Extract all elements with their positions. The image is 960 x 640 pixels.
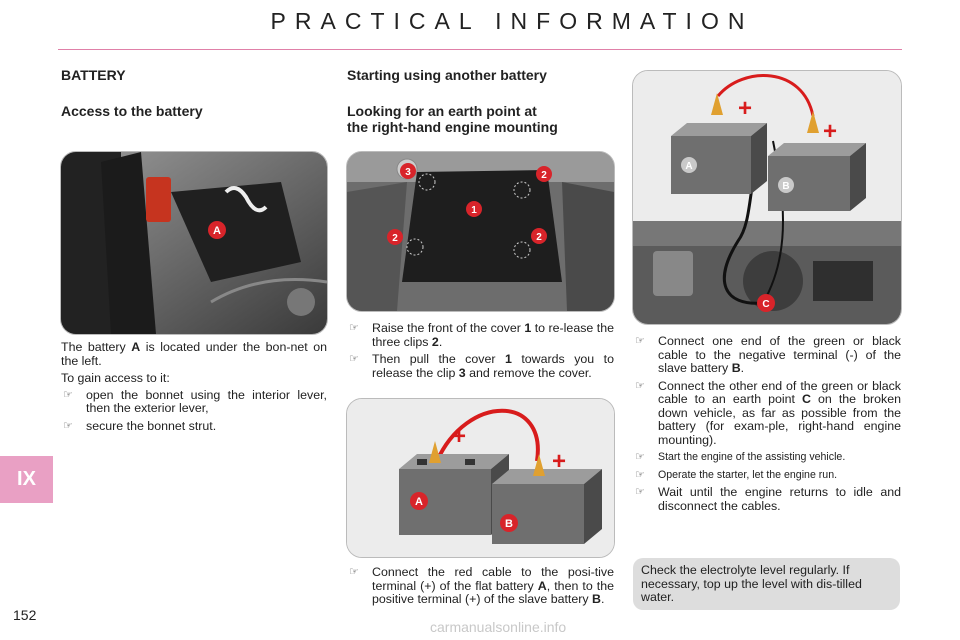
- bullet-icon: ☞: [349, 353, 359, 365]
- red-cable-step: ☞Connect the red cable to the posi-tive …: [347, 563, 614, 611]
- battery-location-photo: A: [60, 151, 328, 335]
- engine-cover-photo: 3 2 1 2 2: [346, 151, 615, 312]
- battery-intro: The battery A is located under the bon-n…: [61, 340, 327, 368]
- bullet-icon: ☞: [635, 486, 645, 498]
- diagram-label-a: A: [685, 161, 692, 172]
- red-cable-diagram: + + A B: [346, 398, 615, 558]
- page-number: 152: [13, 607, 37, 623]
- diagram-label-a: A: [415, 496, 423, 508]
- another-battery-heading: Starting using another battery: [347, 67, 547, 83]
- battery-b-icon: [768, 143, 866, 211]
- plus-icon: +: [823, 118, 837, 145]
- bullet-icon: ☞: [63, 388, 73, 401]
- earth-point-heading-line2: the right-hand engine mounting: [347, 119, 558, 135]
- photo-label-2-left: 2: [392, 233, 398, 244]
- chapter-tab: IX: [0, 456, 53, 503]
- earth-point-heading-line1: Looking for an earth point at: [347, 103, 537, 119]
- list-item: ☞Connect the other end of the green or b…: [635, 378, 901, 447]
- bullet-icon: ☞: [349, 566, 359, 578]
- page-title: PRACTICAL INFORMATION: [270, 8, 754, 34]
- title-rule: [58, 49, 902, 50]
- plus-icon: +: [552, 448, 566, 475]
- list-item: ☞Raise the front of the cover 1 to re-le…: [349, 321, 614, 349]
- list-item: ☞secure the bonnet strut.: [63, 418, 217, 433]
- battery-b-icon: [492, 469, 602, 544]
- battery-heading: BATTERY: [61, 67, 126, 83]
- list-item: ☞Then pull the cover 1 towards you to re…: [349, 352, 614, 380]
- photo-label-1: 1: [471, 205, 477, 216]
- diagram-label-c: C: [762, 299, 769, 310]
- list-item: ☞Start the engine of the assisting vehic…: [635, 451, 846, 463]
- clamp-icon: [807, 111, 819, 133]
- bullet-icon: ☞: [635, 335, 645, 347]
- list-item: ☞Wait until the engine returns to idle a…: [635, 485, 901, 513]
- bullet-icon: ☞: [349, 322, 359, 334]
- bullet-icon: ☞: [63, 419, 73, 432]
- black-cable-diagram: + + A B C: [632, 70, 902, 325]
- photo-label-2-right: 2: [536, 232, 542, 243]
- electrolyte-note: Check the electrolyte level regularly. I…: [633, 558, 900, 610]
- diagram-label-b: B: [782, 181, 789, 192]
- left-margin: [0, 0, 53, 640]
- photo-label-2-top: 2: [541, 170, 547, 181]
- clamp-icon: [533, 454, 545, 476]
- battery-text: The battery A is located under the bon-n…: [61, 340, 327, 437]
- plus-icon: +: [452, 423, 466, 450]
- clamp-icon: [711, 93, 723, 115]
- list-item: ☞open the bonnet using the interior leve…: [63, 387, 327, 415]
- photo-label-3: 3: [405, 167, 411, 178]
- bullet-icon: ☞: [635, 468, 645, 481]
- cover-steps: ☞Raise the front of the cover 1 to re-le…: [347, 319, 614, 384]
- diagram-label-b: B: [505, 518, 513, 530]
- list-item: ☞Connect the red cable to the posi-tive …: [349, 565, 614, 606]
- photo-label-a: A: [213, 225, 221, 237]
- clamp-icon: [429, 441, 441, 463]
- access-line: To gain access to it:: [61, 371, 170, 385]
- list-item: ☞Operate the starter, let the engine run…: [635, 468, 838, 481]
- list-item: ☞Connect one end of the green or black c…: [635, 334, 901, 375]
- black-cable-steps: ☞Connect one end of the green or black c…: [633, 332, 901, 517]
- bullet-icon: ☞: [635, 451, 645, 463]
- watermark: carmanualsonline.info: [430, 619, 567, 635]
- access-heading: Access to the battery: [61, 103, 203, 119]
- bullet-icon: ☞: [635, 379, 645, 392]
- plus-icon: +: [738, 95, 752, 122]
